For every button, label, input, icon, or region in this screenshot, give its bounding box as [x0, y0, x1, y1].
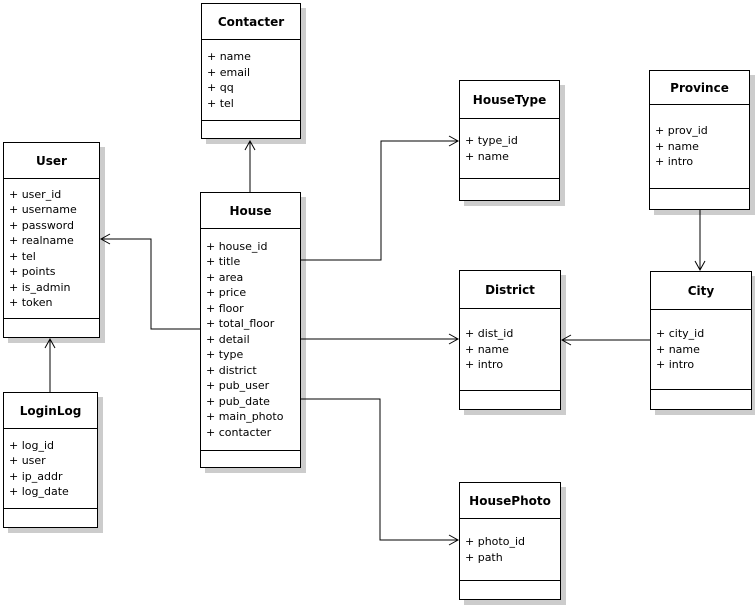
class-attribute: + total_floor [206, 317, 275, 331]
class-attributes: + type_id + name [460, 119, 559, 179]
class-attributes: + dist_id+ name + intro [460, 309, 560, 391]
class-attribute: + contacter [206, 425, 272, 439]
class-attribute: + type_id [465, 134, 518, 147]
class-name: District [460, 271, 560, 309]
class-attribute: + email [207, 65, 251, 79]
class-box-province[interactable]: Province + prov_id+ name + intro [649, 70, 750, 210]
class-attribute: + intro [465, 358, 504, 372]
class-attribute: + type [206, 348, 244, 362]
class-attribute: + pub_user [206, 379, 270, 393]
class-name: City [651, 272, 751, 310]
class-name: LoginLog [4, 393, 97, 429]
class-attribute: + path [465, 550, 503, 564]
class-name: Contacter [202, 4, 300, 40]
class-attribute: + name [656, 342, 700, 356]
class-name: Province [650, 71, 749, 105]
class-name: HouseType [460, 81, 559, 119]
class-attribute: + name [465, 149, 509, 163]
class-attributes: + name + email + qq + tel [202, 40, 300, 121]
class-box-user[interactable]: User + user_id + username + password + realn… [3, 142, 100, 338]
class-attribute: + city_id [656, 327, 705, 341]
class-attribute: + password [9, 218, 74, 232]
class-attribute: + points [9, 265, 56, 278]
class-attribute: + dist_id [465, 327, 514, 341]
class-attribute: + name [207, 50, 251, 63]
class-box-housetype[interactable]: HouseType + type_id + name [459, 80, 560, 201]
class-attribute: + username [9, 203, 77, 216]
class-attribute: + qq [207, 81, 234, 94]
class-box-housephoto[interactable]: HousePhoto + photo_id + path [459, 482, 561, 600]
class-attribute: + user [9, 454, 46, 467]
edge-house-to-housephoto[interactable] [301, 398, 460, 546]
class-attribute: + title [206, 255, 241, 269]
class-attribute: + realname [9, 234, 74, 247]
class-attribute: + is_admin [9, 280, 71, 294]
class-name: HousePhoto [460, 483, 560, 519]
class-attributes: + house_id + title+ area + price+ floor + t… [201, 229, 300, 451]
class-attribute: + user_id [9, 187, 62, 201]
class-box-loginlog[interactable]: LoginLog + log_id + user + ip_addr + log_dat… [3, 392, 98, 528]
class-name: House [201, 193, 300, 229]
class-name: User [4, 143, 99, 179]
class-attribute: + prov_id [655, 124, 708, 138]
class-box-district[interactable]: District + dist_id+ name + intro [459, 270, 561, 410]
class-attribute: + tel [207, 96, 234, 110]
class-attribute: + tel [9, 249, 36, 263]
class-attribute: + log_id [9, 438, 55, 452]
class-attribute: + main_photo [206, 410, 284, 424]
class-attribute: + name [465, 342, 509, 356]
class-attribute: + price [206, 286, 247, 300]
class-attribute: + intro [655, 155, 694, 169]
edge-house-to-housetype[interactable] [301, 135, 460, 261]
class-attribute: + name [655, 139, 699, 153]
class-attributes: + user_id + username + password + realname +… [4, 179, 99, 319]
class-attribute: + house_id [206, 239, 268, 253]
class-attribute: + floor [206, 301, 244, 315]
class-attributes: + log_id + user + ip_addr + log_date [4, 429, 97, 509]
class-attributes: + city_id+ name + intro [651, 310, 751, 390]
class-attribute: + area [206, 270, 244, 284]
class-attribute: + detail [206, 332, 250, 346]
class-attribute: + pub_date [206, 394, 270, 408]
class-box-city[interactable]: City + city_id+ name + intro [650, 271, 752, 410]
class-attributes: + photo_id + path [460, 519, 560, 581]
edge-house-to-user[interactable] [99, 233, 200, 330]
class-attribute: + log_date [9, 485, 69, 498]
class-box-contacter[interactable]: Contacter + name + email + qq + tel [201, 3, 301, 139]
class-attribute: + token [9, 296, 53, 309]
class-attribute: + district [206, 363, 257, 377]
class-attribute: + photo_id [465, 535, 525, 548]
class-attributes: + prov_id+ name + intro [650, 105, 749, 189]
class-box-house[interactable]: House + house_id + title+ area + price+ flo… [200, 192, 301, 468]
class-attribute: + ip_addr [9, 469, 63, 483]
class-attribute: + intro [656, 358, 695, 372]
